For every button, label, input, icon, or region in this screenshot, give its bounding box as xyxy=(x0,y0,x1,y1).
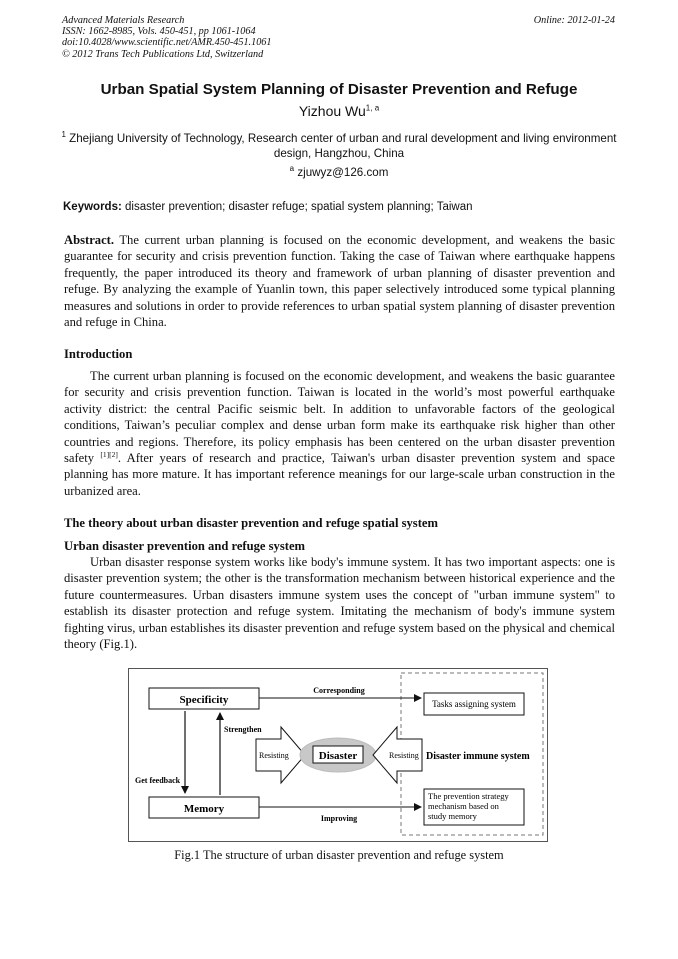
author-name: Yizhou Wu xyxy=(298,103,366,119)
journal-copyright: © 2012 Trans Tech Publications Ltd, Swit… xyxy=(62,48,264,60)
resisting-left-arrow xyxy=(255,725,306,785)
journal-name: Advanced Materials Research xyxy=(62,15,185,26)
affiliation-superscript: 1 xyxy=(61,130,66,140)
specificity-label: Specificity xyxy=(180,694,229,706)
affiliation-text: Zhejiang University of Technology, Resea… xyxy=(69,132,617,160)
keywords-label: Keywords: xyxy=(63,201,122,213)
sub-paragraph: Urban disaster response system works lik… xyxy=(64,554,615,652)
figure-1: Specificity Memory Tasks assigning syste… xyxy=(128,668,548,842)
journal-header: Advanced Materials Research ISSN: 1662-8… xyxy=(62,15,271,60)
intro-paragraph: The current urban planning is focused on… xyxy=(64,368,615,499)
journal-issn: ISSN: 1662-8985, Vols. 450-451, pp 1061-… xyxy=(62,26,256,38)
intro-citation: [1][2] xyxy=(100,449,118,459)
corresponding-label: Corresponding xyxy=(313,686,364,695)
email-line: a zjuwyz@126.com xyxy=(0,164,678,179)
intro-heading: Introduction xyxy=(64,347,133,361)
strategy-line-1: The prevention strategy xyxy=(428,791,509,801)
email-superscript: a xyxy=(289,164,295,174)
disaster-label: Disaster xyxy=(319,750,358,762)
immune-system-label: Disaster immune system xyxy=(426,751,530,762)
feedback-label: Get feedback xyxy=(135,776,181,785)
abstract-label: Abstract. xyxy=(64,233,115,247)
disaster-box xyxy=(312,745,364,764)
affiliation: 1 Zhejiang University of Technology, Res… xyxy=(60,131,618,161)
figure-1-diagram: Specificity Memory Tasks assigning syste… xyxy=(135,672,544,836)
keywords: Keywords: disaster prevention; disaster … xyxy=(63,201,616,213)
theory-heading: The theory about urban disaster preventi… xyxy=(64,516,438,530)
improving-label: Improving xyxy=(321,814,357,823)
author-email: zjuwyz@126.com xyxy=(297,166,389,179)
intro-text-1: The current urban planning is focused on… xyxy=(64,369,615,466)
figure-caption: Fig.1 The structure of urban disaster pr… xyxy=(174,848,504,862)
journal-doi: doi:10.4028/www.scientific.net/AMR.450-4… xyxy=(62,37,272,49)
strengthen-label: Strengthen xyxy=(224,725,262,734)
tasks-label: Tasks assigning system xyxy=(432,699,516,709)
strategy-line-3: study memory xyxy=(428,811,478,821)
strategy-line-2: mechanism based on xyxy=(428,801,500,811)
author-line: Yizhou Wu1, a xyxy=(0,103,678,119)
memory-label: Memory xyxy=(184,803,225,815)
online-date: Online: 2012-01-24 xyxy=(533,15,615,26)
tasks-box xyxy=(423,692,525,716)
resisting-right-arrow xyxy=(372,725,423,785)
resisting-right-label: Resisting xyxy=(389,751,419,760)
intro-text-2: . After years of research and practice, … xyxy=(64,451,615,498)
paper-title: Urban Spatial System Planning of Disaste… xyxy=(100,81,578,98)
sub-paragraph-text: Urban disaster response system works lik… xyxy=(64,555,615,652)
abstract-text: The current urban planning is focused on… xyxy=(64,233,615,330)
strategy-box xyxy=(423,788,525,826)
abstract: Abstract. The current urban planning is … xyxy=(64,232,615,330)
sub-heading: Urban disaster prevention and refuge sys… xyxy=(64,539,306,553)
keywords-text: disaster prevention; disaster refuge; sp… xyxy=(125,201,473,213)
resisting-left-label: Resisting xyxy=(259,751,289,760)
author-superscript: 1, a xyxy=(365,103,380,113)
